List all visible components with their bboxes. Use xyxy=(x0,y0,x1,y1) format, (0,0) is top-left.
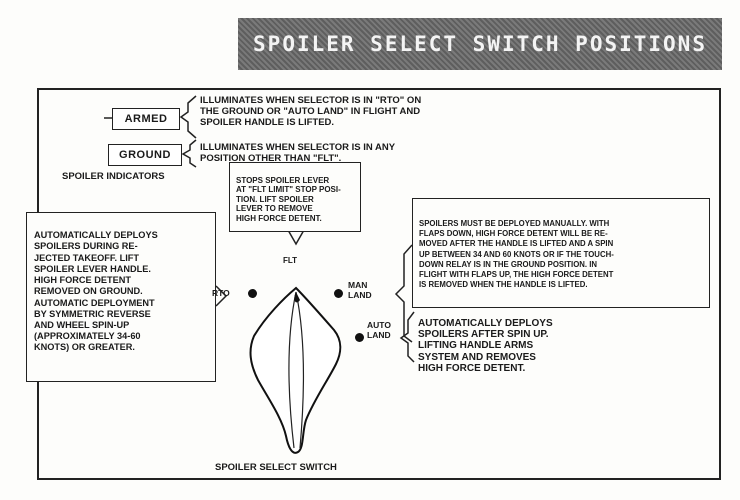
armed-description: ILLUMINATES WHEN SELECTOR IS IN "RTO" ON… xyxy=(200,95,422,128)
man-note-box: SPOILERS MUST BE DEPLOYED MANUALLY. WITH… xyxy=(412,198,710,308)
flt-note-text: STOPS SPOILER LEVER AT "FLT LIMIT" STOP … xyxy=(236,175,341,223)
auto-brace xyxy=(399,311,415,363)
man-detent[interactable] xyxy=(334,289,343,298)
auto-note-text: AUTOMATICALLY DEPLOYS SPOILERS AFTER SPI… xyxy=(418,318,553,374)
rto-note-text: AUTOMATICALLY DEPLOYS SPOILERS DURING RE… xyxy=(34,230,158,353)
armed-indicator: ARMED xyxy=(112,108,180,130)
rto-pointer xyxy=(215,285,228,307)
armed-indicator-label: ARMED xyxy=(124,113,168,125)
flt-note-box: STOPS SPOILER LEVER AT "FLT LIMIT" STOP … xyxy=(229,162,361,232)
position-flt-label: FLT xyxy=(283,256,298,265)
position-man-label: MAN LAND xyxy=(348,280,372,300)
rto-note-box: AUTOMATICALLY DEPLOYS SPOILERS DURING RE… xyxy=(26,212,216,382)
ground-indicator-label: GROUND xyxy=(119,149,171,161)
man-brace xyxy=(394,244,413,343)
man-note-text: SPOILERS MUST BE DEPLOYED MANUALLY. WITH… xyxy=(419,219,614,289)
position-rto-label: RTO xyxy=(212,288,230,298)
flt-pointer xyxy=(287,229,305,246)
spoiler-indicators-caption: SPOILER INDICATORS xyxy=(62,171,165,182)
switch-caption: SPOILER SELECT SWITCH xyxy=(215,462,337,473)
ground-brace xyxy=(181,139,197,168)
page-title: SPOILER SELECT SWITCH POSITIONS xyxy=(253,32,707,56)
ground-description: ILLUMINATES WHEN SELECTOR IS IN ANY POSI… xyxy=(200,142,396,164)
title-banner: SPOILER SELECT SWITCH POSITIONS xyxy=(238,18,722,70)
auto-detent[interactable] xyxy=(355,333,364,342)
armed-brace xyxy=(179,95,197,139)
position-auto-label: AUTO LAND xyxy=(367,320,391,340)
rto-detent[interactable] xyxy=(248,289,257,298)
ground-indicator: GROUND xyxy=(108,144,182,166)
switch-knob[interactable] xyxy=(249,286,342,454)
